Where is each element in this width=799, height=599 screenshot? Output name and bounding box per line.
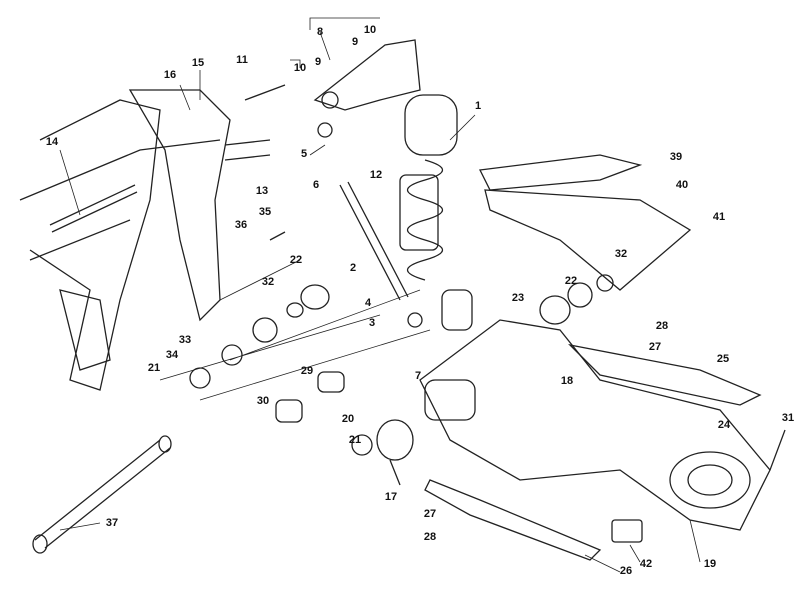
hardware [32, 84, 786, 554]
callout-31: 31 [781, 412, 795, 424]
callout-33: 33 [178, 334, 192, 346]
callout-29: 29 [300, 365, 314, 377]
callout-36: 36 [234, 219, 248, 231]
frame [19, 89, 231, 391]
callout-39: 39 [669, 151, 683, 163]
chain-guard [424, 154, 762, 561]
callout-26: 26 [619, 565, 633, 577]
callout-15: 15 [191, 57, 205, 69]
callout-42: 42 [639, 558, 653, 570]
callout-23: 23 [511, 292, 525, 304]
callout-16: 16 [163, 69, 177, 81]
callout-2: 2 [349, 262, 357, 274]
callout-41: 41 [712, 211, 726, 223]
shock-absorber [399, 94, 473, 331]
callout-21: 21 [348, 434, 362, 446]
callout-28: 28 [423, 531, 437, 543]
callout-21: 21 [147, 362, 161, 374]
callout-22: 22 [289, 254, 303, 266]
callout-35: 35 [258, 206, 272, 218]
callout-27: 27 [423, 508, 437, 520]
callout-10: 10 [363, 24, 377, 36]
callout-7: 7 [414, 370, 422, 382]
callout-34: 34 [165, 349, 179, 361]
callout-28: 28 [655, 320, 669, 332]
callout-40: 40 [675, 179, 689, 191]
callout-32: 32 [261, 276, 275, 288]
callout-20: 20 [341, 413, 355, 425]
callout-1: 1 [474, 100, 482, 112]
callout-19: 19 [703, 558, 717, 570]
callout-12: 12 [369, 169, 383, 181]
callout-9: 9 [314, 56, 322, 68]
callout-18: 18 [560, 375, 574, 387]
callout-14: 14 [45, 136, 59, 148]
callout-4: 4 [364, 297, 372, 309]
rocker-arm [313, 39, 421, 111]
callout-37: 37 [105, 517, 119, 529]
callout-13: 13 [255, 185, 269, 197]
callout-32: 32 [614, 248, 628, 260]
callout-3: 3 [368, 317, 376, 329]
callout-17: 17 [384, 491, 398, 503]
tie-rod [317, 122, 423, 328]
callout-24: 24 [717, 419, 731, 431]
callout-6: 6 [312, 179, 320, 191]
callout-27: 27 [648, 341, 662, 353]
callout-10: 10 [293, 62, 307, 74]
swingarm [419, 319, 771, 531]
callout-25: 25 [716, 353, 730, 365]
leader-lines [59, 17, 701, 573]
callout-11: 11 [236, 54, 248, 66]
callout-9: 9 [351, 36, 359, 48]
callout-30: 30 [256, 395, 270, 407]
callout-22: 22 [564, 275, 578, 287]
callout-8: 8 [316, 26, 324, 38]
callout-5: 5 [300, 148, 308, 160]
